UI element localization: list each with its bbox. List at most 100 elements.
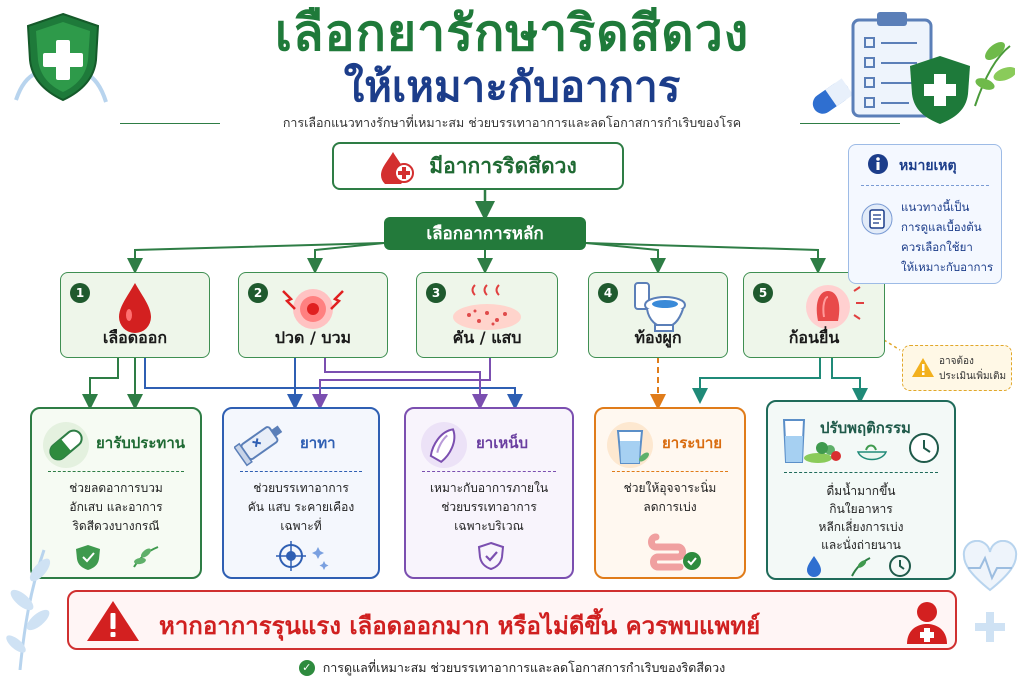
info-icon: [868, 154, 888, 174]
step-number: 5: [753, 283, 773, 303]
desc-line: ดื่มน้ำมากขึ้น: [826, 484, 896, 498]
water-glass-icon: [607, 422, 653, 468]
treatment-desc: ดื่มน้ำมากขึ้น กินใยอาหาร หลีกเลี่ยงการเ…: [774, 482, 948, 554]
blood-drop-icon: [119, 283, 151, 333]
desc-line: คัน แสบ ระคายเคือง: [247, 500, 355, 514]
lump-icon: [806, 285, 864, 329]
divider-line: [240, 471, 362, 472]
note-text: แนวทางนี้เป็น การดูแลเบื้องต้น ควรเลือกใ…: [901, 197, 993, 277]
check-icon: ✓: [298, 660, 315, 676]
water-leaf-clock-icon: [807, 555, 911, 577]
treatment-title: ยาระบาย: [662, 434, 723, 452]
checklist-icon: [861, 203, 893, 235]
desc-line: ช่วยบรรเทาอาการ: [253, 481, 349, 495]
desc-line: ช่วยให้อุจจาระนิ่ม: [623, 481, 717, 495]
lifestyle-icon: [782, 419, 939, 463]
treatment-title: ปรับพฤติกรรม: [820, 419, 911, 437]
shield-check-icon: [477, 541, 505, 571]
warning-text: หากอาการรุนแรง เลือดออกมาก หรือไม่ดีขึ้น…: [159, 612, 761, 640]
symptom-card-pain: 2 ปวด / บวม: [238, 272, 388, 358]
divider-line: [784, 472, 938, 473]
treatment-card-laxative: ยาระบาย ช่วยให้อุจจาระนิ่ม ลดการเบ่ง: [594, 407, 746, 579]
note-line: แนวทางนี้เป็น: [901, 200, 970, 214]
intestine-check-icon: [648, 533, 701, 571]
checklist-clipboard-icon: [812, 12, 1015, 124]
treatment-title: ยาเหน็บ: [476, 434, 529, 452]
divider-line: [422, 471, 556, 472]
symptom-card-itch: 3 คัน / แสบ: [416, 272, 558, 358]
warning-banner: หากอาการรุนแรง เลือดออกมาก หรือไม่ดีขึ้น…: [67, 590, 957, 650]
desc-line: และนั่งถ่ายนาน: [821, 538, 901, 552]
desc-line: อักเสบ และอาการ: [69, 500, 163, 514]
treatment-card-oral: ยารับประทาน ช่วยลดอาการบวม อักเสบ และอาก…: [30, 407, 202, 579]
capsule-icon: [43, 422, 89, 468]
symptom-card-constipation: 4 ท้องผูก: [588, 272, 728, 358]
symptom-label: เลือดออก: [102, 328, 168, 347]
treatment-desc: ช่วยบรรเทาอาการ คัน แสบ ระคายเคือง เฉพาะ…: [230, 479, 372, 536]
assess-line: ประเมินเพิ่มเติม: [939, 371, 1007, 382]
leaf-decoration-icon: [6, 549, 51, 670]
desc-line: ริดสีดวงบางกรณี: [72, 519, 160, 533]
step-number: 3: [426, 283, 446, 303]
shield-leaf-icon: [76, 545, 159, 570]
ointment-tube-icon: [234, 425, 283, 467]
pain-icon: [282, 289, 344, 329]
step-number: 1: [70, 283, 90, 303]
desc-line: เฉพาะบริเวณ: [454, 519, 524, 533]
assess-line: อาจต้อง: [939, 356, 974, 367]
desc-line: เหมาะกับอาการภายใน: [429, 481, 549, 495]
start-label: มีอาการริดสีดวง: [429, 153, 577, 178]
page-subtitle-heading: ให้เหมาะกับอาการ: [343, 62, 681, 111]
desc-line: กินใยอาหาร: [829, 502, 893, 516]
note-line: ให้เหมาะกับอาการ: [901, 260, 994, 274]
divider-line: [120, 123, 220, 124]
start-box: มีอาการริดสีดวง: [332, 142, 624, 190]
assess-text: อาจต้อง ประเมินเพิ่มเติม: [939, 354, 1006, 384]
subtitle-text: การเลือกแนวทางรักษาที่เหมาะสม ช่วยบรรเทา…: [282, 115, 742, 130]
heart-pulse-icon: [962, 540, 1018, 642]
symptom-label: ก้อนยื่น: [788, 328, 840, 347]
suppository-icon: [421, 422, 467, 468]
blood-drop-icon: [381, 152, 415, 184]
symptom-card-bleeding: 1 เลือดออก: [60, 272, 210, 358]
itch-icon: [453, 284, 521, 330]
treatment-card-topical: ยาทา ช่วยบรรเทาอาการ คัน แสบ ระคายเคือง …: [222, 407, 380, 579]
symptom-label: คัน / แสบ: [452, 328, 522, 347]
divider-line: [800, 123, 900, 124]
assess-note: อาจต้อง ประเมินเพิ่มเติม: [902, 345, 1012, 391]
desc-line: เฉพาะที่: [280, 519, 322, 533]
treatment-title: ยารับประทาน: [96, 434, 185, 452]
treatment-desc: เหมาะกับอาการภายใน ช่วยบรรเทาอาการ เฉพาะ…: [412, 479, 566, 536]
target-sparkle-icon: [276, 541, 329, 571]
treatment-card-lifestyle: ปรับพฤติกรรม ดื่มน้ำมากขึ้น กินใยอาหาร ห…: [766, 400, 956, 580]
treatment-desc: ช่วยลดอาการบวม อักเสบ และอาการ ริดสีดวงบ…: [38, 479, 194, 536]
note-line: ควรเลือกใช้ยา: [901, 240, 973, 254]
symptom-card-prolapse: 5 ก้อนยื่น: [743, 272, 885, 358]
note-box: หมายเหตุ แนวทางนี้เป็น การดูแลเบื้องต้น …: [848, 144, 1002, 284]
doctor-icon: [907, 602, 947, 644]
note-line: การดูแลเบื้องต้น: [901, 220, 982, 234]
shield-cross-icon: [14, 12, 108, 103]
desc-line: ช่วยลดอาการบวม: [69, 481, 163, 495]
desc-line: ลดการเบ่ง: [643, 500, 697, 514]
footer-note: ✓ การดูแลที่เหมาะสม ช่วยบรรเทาอาการและลด…: [0, 658, 1024, 678]
treatment-desc: ช่วยให้อุจจาระนิ่ม ลดการเบ่ง: [602, 479, 738, 517]
divider-line: [48, 471, 184, 472]
warning-triangle-icon: [912, 358, 934, 377]
warning-triangle-icon: [87, 601, 139, 641]
symptom-label: ปวด / บวม: [274, 328, 352, 347]
desc-line: ช่วยบรรเทาอาการ: [441, 500, 537, 514]
step-number: 2: [248, 283, 268, 303]
symptom-label: ท้องผูก: [634, 328, 682, 347]
footer-text: การดูแลที่เหมาะสม ช่วยบรรเทาอาการและลดโอ…: [322, 660, 726, 675]
divider-line: [612, 471, 728, 472]
step-number: 4: [598, 283, 618, 303]
page-title: เลือกยารักษาริดสีดวง: [274, 4, 750, 62]
treatment-card-suppository: ยาเหน็บ เหมาะกับอาการภายใน ช่วยบรรเทาอาก…: [404, 407, 574, 579]
note-title: หมายเหตุ: [899, 158, 957, 174]
desc-line: หลีกเลี่ยงการเบ่ง: [818, 520, 904, 534]
divider-line: [861, 185, 989, 186]
toilet-icon: [634, 282, 686, 332]
